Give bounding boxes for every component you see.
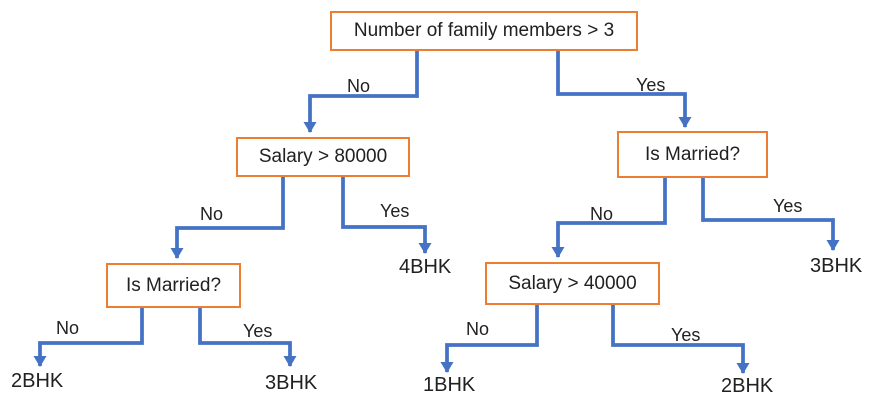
edge-label-root-yes: Yes	[636, 75, 666, 95]
node-salary-80000: Salary > 80000	[236, 137, 410, 177]
edge-label-married-right-no: No	[590, 204, 614, 224]
edge-label-married-left-yes: Yes	[243, 321, 273, 341]
edge-salary80k-no-connector	[170, 177, 285, 259]
edge-married-left-yes-connector	[198, 308, 297, 367]
leaf-2bhk-left: 2BHK	[11, 370, 64, 392]
edge-label-salary40k-yes: Yes	[671, 325, 701, 345]
edge-salary40k-yes-connector	[611, 305, 750, 374]
leaf-1bhk: 1BHK	[423, 374, 476, 396]
node-is-married-right: Is Married?	[617, 131, 768, 178]
edge-married-right-no-connector	[551, 178, 667, 258]
edge-label-root-no: No	[347, 76, 371, 96]
leaf-2bhk-right: 2BHK	[721, 375, 774, 397]
node-is-married-left: Is Married?	[106, 263, 241, 308]
edge-married-right-yes-connector	[701, 178, 840, 251]
edge-root-yes-connector	[556, 51, 692, 128]
edge-label-married-left-no: No	[56, 318, 80, 338]
edge-label-married-right-yes: Yes	[773, 196, 803, 216]
edge-label-salary80k-yes: Yes	[380, 201, 410, 221]
leaf-3bhk-left: 3BHK	[265, 372, 318, 394]
edge-salary80k-yes-connector	[341, 177, 432, 254]
edge-label-salary80k-no: No	[200, 204, 224, 224]
edge-root-no-connector	[303, 51, 419, 133]
leaf-4bhk: 4BHK	[399, 256, 452, 278]
node-salary-40000: Salary > 40000	[485, 262, 660, 305]
edge-married-left-no-connector	[33, 308, 144, 367]
leaf-3bhk-right: 3BHK	[810, 255, 863, 277]
node-root-family-members: Number of family members > 3	[330, 11, 638, 51]
edge-salary40k-no-connector	[440, 305, 539, 373]
edge-label-salary40k-no: No	[466, 319, 490, 339]
